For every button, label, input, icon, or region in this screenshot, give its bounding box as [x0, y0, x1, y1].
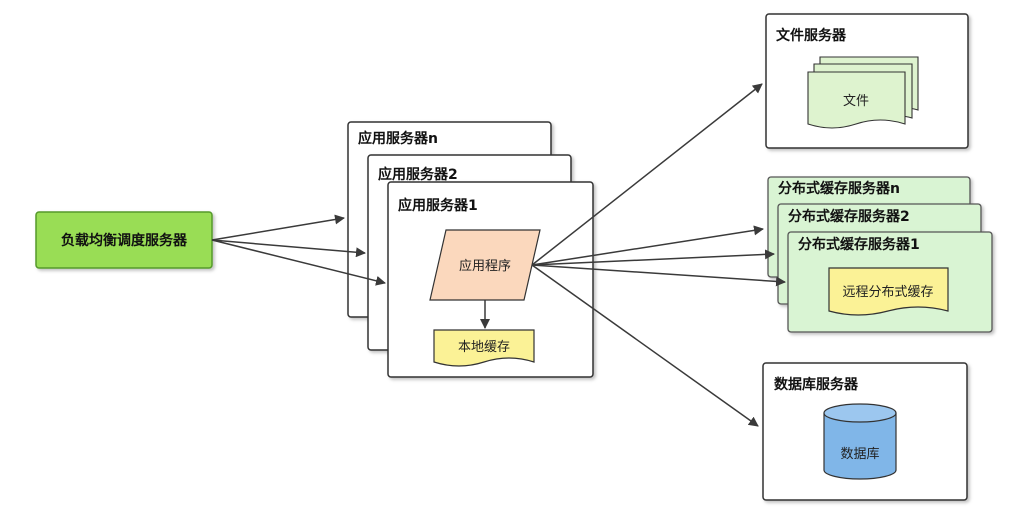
arrow-app-to-cache-n: [531, 225, 764, 266]
cache-server-2-title: 分布式缓存服务器2: [788, 208, 910, 225]
db-cylinder-top: [823, 403, 897, 423]
db-server-node: 数据库服务器 数据库: [762, 362, 968, 501]
app-server-stack: 应用服务器n 应用服务器2 应用服务器1 应用程序 本地缓存: [347, 121, 594, 378]
load-balancer-label: 负载均衡调度服务器: [61, 232, 188, 249]
arrow-app-to-cache-2: [531, 249, 775, 266]
file-server-title: 文件服务器: [776, 27, 847, 44]
cache-server-1-title: 分布式缓存服务器1: [798, 236, 920, 253]
file-doc-label: 文件: [843, 94, 869, 109]
app-server-1-title: 应用服务器1: [398, 197, 478, 214]
lb-arrows: [211, 214, 386, 286]
load-balancer-node: 负载均衡调度服务器: [35, 211, 213, 269]
app-program-label: 应用程序: [459, 258, 511, 274]
local-cache-shape: [433, 329, 535, 367]
arrow-lb-to-app-1: [211, 239, 386, 286]
app-arrows: [531, 83, 786, 427]
arrow-app-to-db-server: [531, 264, 759, 427]
app-program-shape: [429, 229, 541, 301]
db-server-title: 数据库服务器: [774, 376, 859, 393]
cache-server-stack: 分布式缓存服务器n 分布式缓存服务器2 分布式缓存服务器1 远程分布式缓存: [767, 176, 993, 333]
arrow-lb-to-app-n: [211, 214, 345, 241]
db-label: 数据库: [840, 446, 879, 462]
app-server-n-title: 应用服务器n: [358, 130, 438, 147]
remote-cache-label: 远程分布式缓存: [842, 285, 933, 300]
arrow-lb-to-app-2: [211, 239, 366, 258]
arrow-app-to-file-server: [531, 83, 763, 266]
cache-server-n-title: 分布式缓存服务器n: [778, 180, 900, 197]
local-cache-label: 本地缓存: [458, 340, 510, 355]
remote-cache-shape: [828, 267, 949, 316]
file-page-front: [807, 71, 906, 129]
file-server-node: 文件服务器 文件: [765, 13, 969, 149]
app-server-2-title: 应用服务器2: [378, 166, 458, 183]
arrow-app-to-cache-1: [531, 264, 786, 287]
db-cylinder-body: [823, 413, 897, 480]
